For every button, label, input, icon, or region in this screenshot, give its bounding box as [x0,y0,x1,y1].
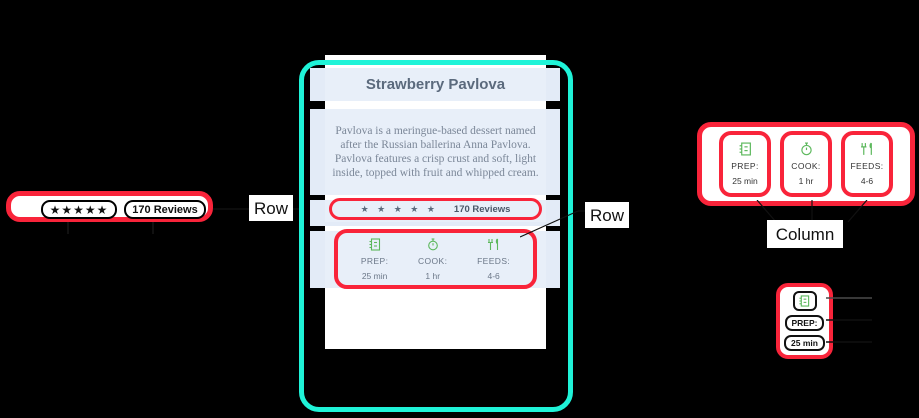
rating-row-callout: ★★★★★ 170 Reviews [6,191,213,222]
notebook-icon [739,142,752,156]
stopwatch-icon [800,142,813,156]
nutrition-value-cook: 1 hr [798,175,814,186]
fork-knife-icon [860,142,874,156]
connector-tick-stars [67,222,69,234]
reviews-count-label-phone: 170 Reviews [453,203,511,215]
prep-column-container: PREP: 25 min [780,287,829,355]
nutrition-label-cook: COOK: [418,255,448,266]
stopwatch-icon [427,237,439,251]
star-rating-glyphs-phone: ★ ★ ★ ★ ★ [360,203,438,214]
nutrition-column-prep: PREP: 25 min [360,237,389,281]
star-rating-glyphs: ★★★★★ [49,202,109,217]
leader-line-row2 [520,210,588,238]
nutrition-label-feeds: FEEDS: [477,255,511,266]
nutrition-value-feeds: 4-6 [860,175,874,186]
nutrition-label-prep: PREP: [360,255,389,266]
title-row-inner [325,68,546,101]
reviews-count-pill: 170 Reviews [124,200,206,219]
connector-tick-reviews [152,222,154,234]
reviews-count-label: 170 Reviews [132,203,198,216]
nutrition-row-highlight: PREP: 25 min COOK: 1 hr FEEDS: [334,229,537,289]
phone-frame [299,60,573,412]
fork-knife-icon [487,238,500,251]
nutrition-label-feeds: FEEDS: [850,160,884,171]
nutrition-value-prep: 25 min [791,338,818,348]
star-rating-pill: ★★★★★ [41,200,117,219]
recipe-description: Pavlova is a meringue-based dessert name… [332,125,539,179]
nutrition-column-cook: COOK: 1 hr [418,237,448,281]
nutrition-card-feeds: FEEDS: 4-6 [841,131,893,197]
nutrition-column-feeds: FEEDS: 4-6 [477,238,510,281]
prep-column-callout: PREP: 25 min [776,283,833,359]
nutrition-card-cook: COOK: 1 hr [780,131,832,197]
recipe-card-column: Strawberry Pavlova Pavlova is a meringue… [310,68,560,289]
annotation-row-2: Row [585,202,629,228]
nutrition-value-prep: 25 min [732,175,758,186]
nutrition-label-prep: PREP: [791,318,818,328]
annotation-column: Column [767,220,843,248]
rating-row-highlight: ★ ★ ★ ★ ★ 170 Reviews [329,198,542,220]
nutrition-card-prep: PREP: 25 min [719,131,771,197]
description-row-inner [325,109,546,195]
nutrition-cards-container: PREP: 25 min COOK: 1 hr FEEDS: [702,127,910,201]
nutrition-value-prep: 25 min [361,270,388,281]
notebook-icon [369,237,381,251]
leader-lines-prep-items [826,297,872,343]
notebook-icon [792,291,817,311]
nutrition-value-cook: 1 hr [425,270,441,281]
prep-value-box: 25 min [784,335,825,351]
nutrition-value-feeds: 4-6 [487,270,500,281]
annotation-row-1: Row [249,195,293,221]
nutrition-label-prep: PREP: [731,160,759,171]
leader-lines-column [756,200,868,223]
nutrition-row-callout: PREP: 25 min COOK: 1 hr FEEDS: [697,122,915,206]
recipe-title: Strawberry Pavlova [365,76,506,93]
nutrition-label-cook: COOK: [791,160,821,171]
prep-label-box: PREP: [784,315,825,331]
